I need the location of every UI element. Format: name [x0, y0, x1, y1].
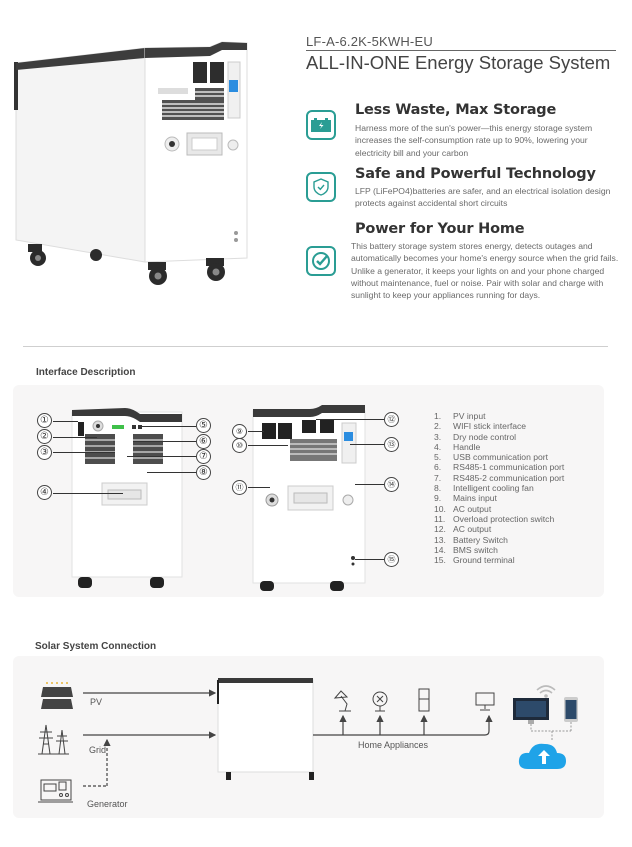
legend-item: 14.BMS switch	[434, 544, 498, 555]
legend-item: 10.AC output	[434, 503, 492, 514]
callout-6: ⑥	[196, 434, 211, 449]
callout-7: ⑦	[196, 449, 211, 464]
generator-label: Generator	[87, 799, 128, 809]
product-image	[14, 41, 248, 285]
callout-4: ④	[37, 485, 52, 500]
callout-14: ⑭	[384, 477, 399, 492]
callout-10: ⑩	[232, 438, 247, 453]
callout-12: ⑫	[384, 412, 399, 427]
callout-15: ⑮	[384, 552, 399, 567]
section-divider	[23, 346, 608, 347]
wifi-icon	[536, 685, 556, 698]
fridge-icon	[418, 688, 430, 712]
feature-text: This battery storage system stores energ…	[351, 241, 619, 301]
power-pylon-icon	[38, 724, 69, 755]
home-appliances-label: Home Appliances	[358, 740, 429, 750]
interface-legend: 1.PV input 2.WIFI stick interface 3.Dry …	[434, 411, 564, 565]
legend-item: 6.RS485-1 communication port	[434, 462, 565, 473]
callout-line	[53, 421, 78, 422]
battery-icon	[306, 110, 336, 140]
callout-line	[53, 493, 123, 494]
page-title: ALL-IN-ONE Energy Storage System	[306, 52, 611, 73]
callout-line	[355, 484, 384, 485]
computer-icon	[513, 698, 549, 724]
unit-back-view	[252, 405, 366, 591]
callout-line	[248, 487, 270, 488]
callout-2: ②	[37, 429, 52, 444]
callout-line	[53, 452, 115, 453]
callout-line	[248, 445, 288, 446]
feature-text: Harness more of the sun's power—this ene…	[355, 123, 593, 158]
callout-1: ①	[37, 413, 52, 428]
feature-title: Safe and Powerful Technology	[355, 166, 596, 182]
callout-13: ⑬	[384, 437, 399, 452]
cloud-upload-icon	[518, 743, 566, 769]
legend-item: 12.AC output	[434, 524, 492, 535]
legend-item: 15.Ground terminal	[434, 555, 515, 566]
connection-diagram	[38, 678, 578, 803]
callout-line	[248, 431, 264, 432]
feature-title: Less Waste, Max Storage	[355, 102, 557, 118]
legend-item: 11.Overload protection switch	[434, 513, 555, 524]
unit-front-view	[71, 408, 183, 588]
phone-icon	[564, 697, 578, 722]
legend-item: 7.RS485-2 communication port	[434, 472, 565, 483]
callout-9: ⑨	[232, 424, 247, 439]
feature-title: Power for Your Home	[355, 221, 525, 237]
legend-item: 5.USB communication port	[434, 452, 549, 463]
check-circle-icon	[306, 246, 336, 276]
callout-line	[316, 419, 384, 420]
legend-item: 4.Handle	[434, 441, 481, 452]
legend-item: 3.Dry node control	[434, 431, 517, 442]
callout-line	[147, 472, 196, 473]
callout-line	[355, 559, 384, 560]
legend-item: 13.Battery Switch	[434, 534, 508, 545]
legend-item: 9.Mains input	[434, 493, 497, 504]
storage-unit-icon	[217, 678, 314, 780]
callout-11: ⑪	[232, 480, 247, 495]
connection-section-title: Solar System Connection	[35, 641, 157, 652]
callout-line	[140, 426, 196, 427]
shield-check-icon	[306, 172, 336, 202]
interface-section-title: Interface Description	[36, 367, 136, 378]
callout-3: ③	[37, 445, 52, 460]
grid-label: Grid	[89, 745, 107, 755]
callout-line	[53, 437, 97, 438]
callout-line	[133, 441, 196, 442]
callout-line	[127, 456, 196, 457]
legend-item: 1.PV input	[434, 411, 486, 421]
model-number: LF-A-6.2K-5KWH-EU	[306, 34, 616, 51]
callout-5: ⑤	[196, 418, 211, 433]
legend-item: 2.WIFI stick interface	[434, 421, 527, 432]
feature-text: LFP (LiFePO4)batteries are safer, and an…	[355, 186, 611, 209]
fan-icon	[372, 691, 388, 712]
callout-line	[350, 444, 384, 445]
monitor-icon	[475, 692, 495, 711]
legend-item: 8.Intelligent cooling fan	[434, 483, 534, 494]
lamp-icon	[333, 690, 351, 712]
solar-panel-icon	[41, 682, 73, 709]
generator-icon	[38, 779, 73, 803]
pv-label: PV	[90, 697, 103, 707]
callout-8: ⑧	[196, 465, 211, 480]
